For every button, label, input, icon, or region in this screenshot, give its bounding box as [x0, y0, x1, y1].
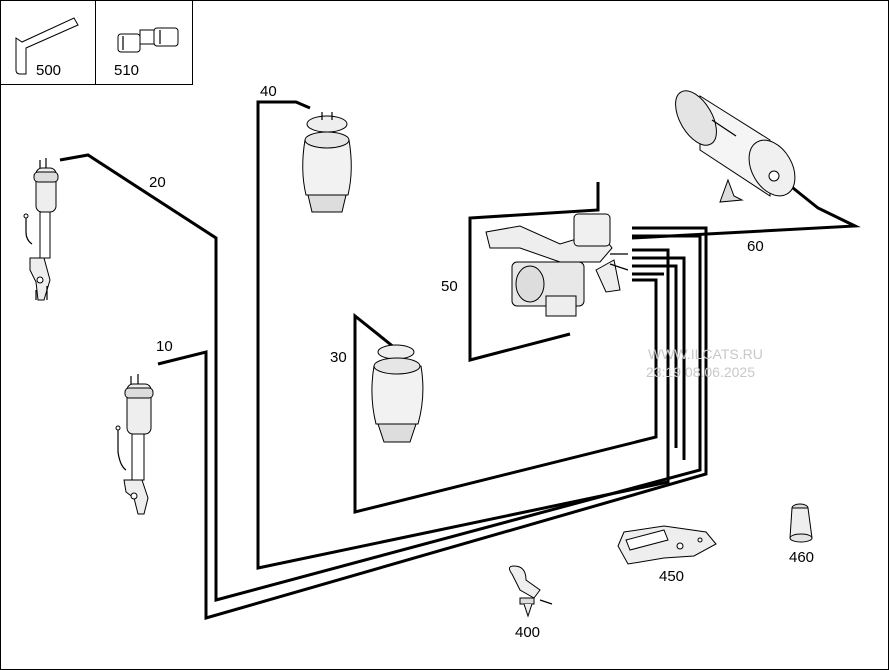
label-50: 50 [441, 278, 458, 295]
label-10: 10 [156, 338, 173, 355]
label-500: 500 [36, 62, 61, 79]
bushing-460[interactable] [789, 503, 813, 543]
air-spring-40[interactable] [302, 112, 352, 213]
label-60: 60 [747, 238, 764, 255]
socket-adapter-icon [117, 27, 179, 53]
air-strut-10[interactable] [115, 374, 154, 515]
bracket-450[interactable] [617, 525, 717, 565]
leader-lines [59, 100, 861, 620]
hex-key-icon [15, 17, 79, 75]
air-strut-20[interactable] [23, 158, 59, 301]
tool-box-510[interactable]: 510 [95, 0, 193, 85]
label-20: 20 [149, 174, 166, 191]
clip-400[interactable] [508, 565, 553, 618]
label-30: 30 [330, 349, 347, 366]
label-460: 460 [789, 549, 814, 566]
label-400: 400 [515, 624, 540, 641]
watermark-timestamp: 23:19 08.06.2025 [646, 364, 755, 380]
watermark-site: WWW.ILCATS.RU [648, 346, 763, 362]
air-spring-30[interactable] [371, 344, 424, 443]
label-40: 40 [260, 83, 277, 100]
label-510: 510 [114, 62, 139, 79]
compressor-50[interactable] [485, 213, 629, 317]
label-450: 450 [659, 568, 684, 585]
pressure-reservoir-60[interactable] [667, 84, 804, 204]
tool-box-500[interactable]: 500 [0, 0, 96, 85]
